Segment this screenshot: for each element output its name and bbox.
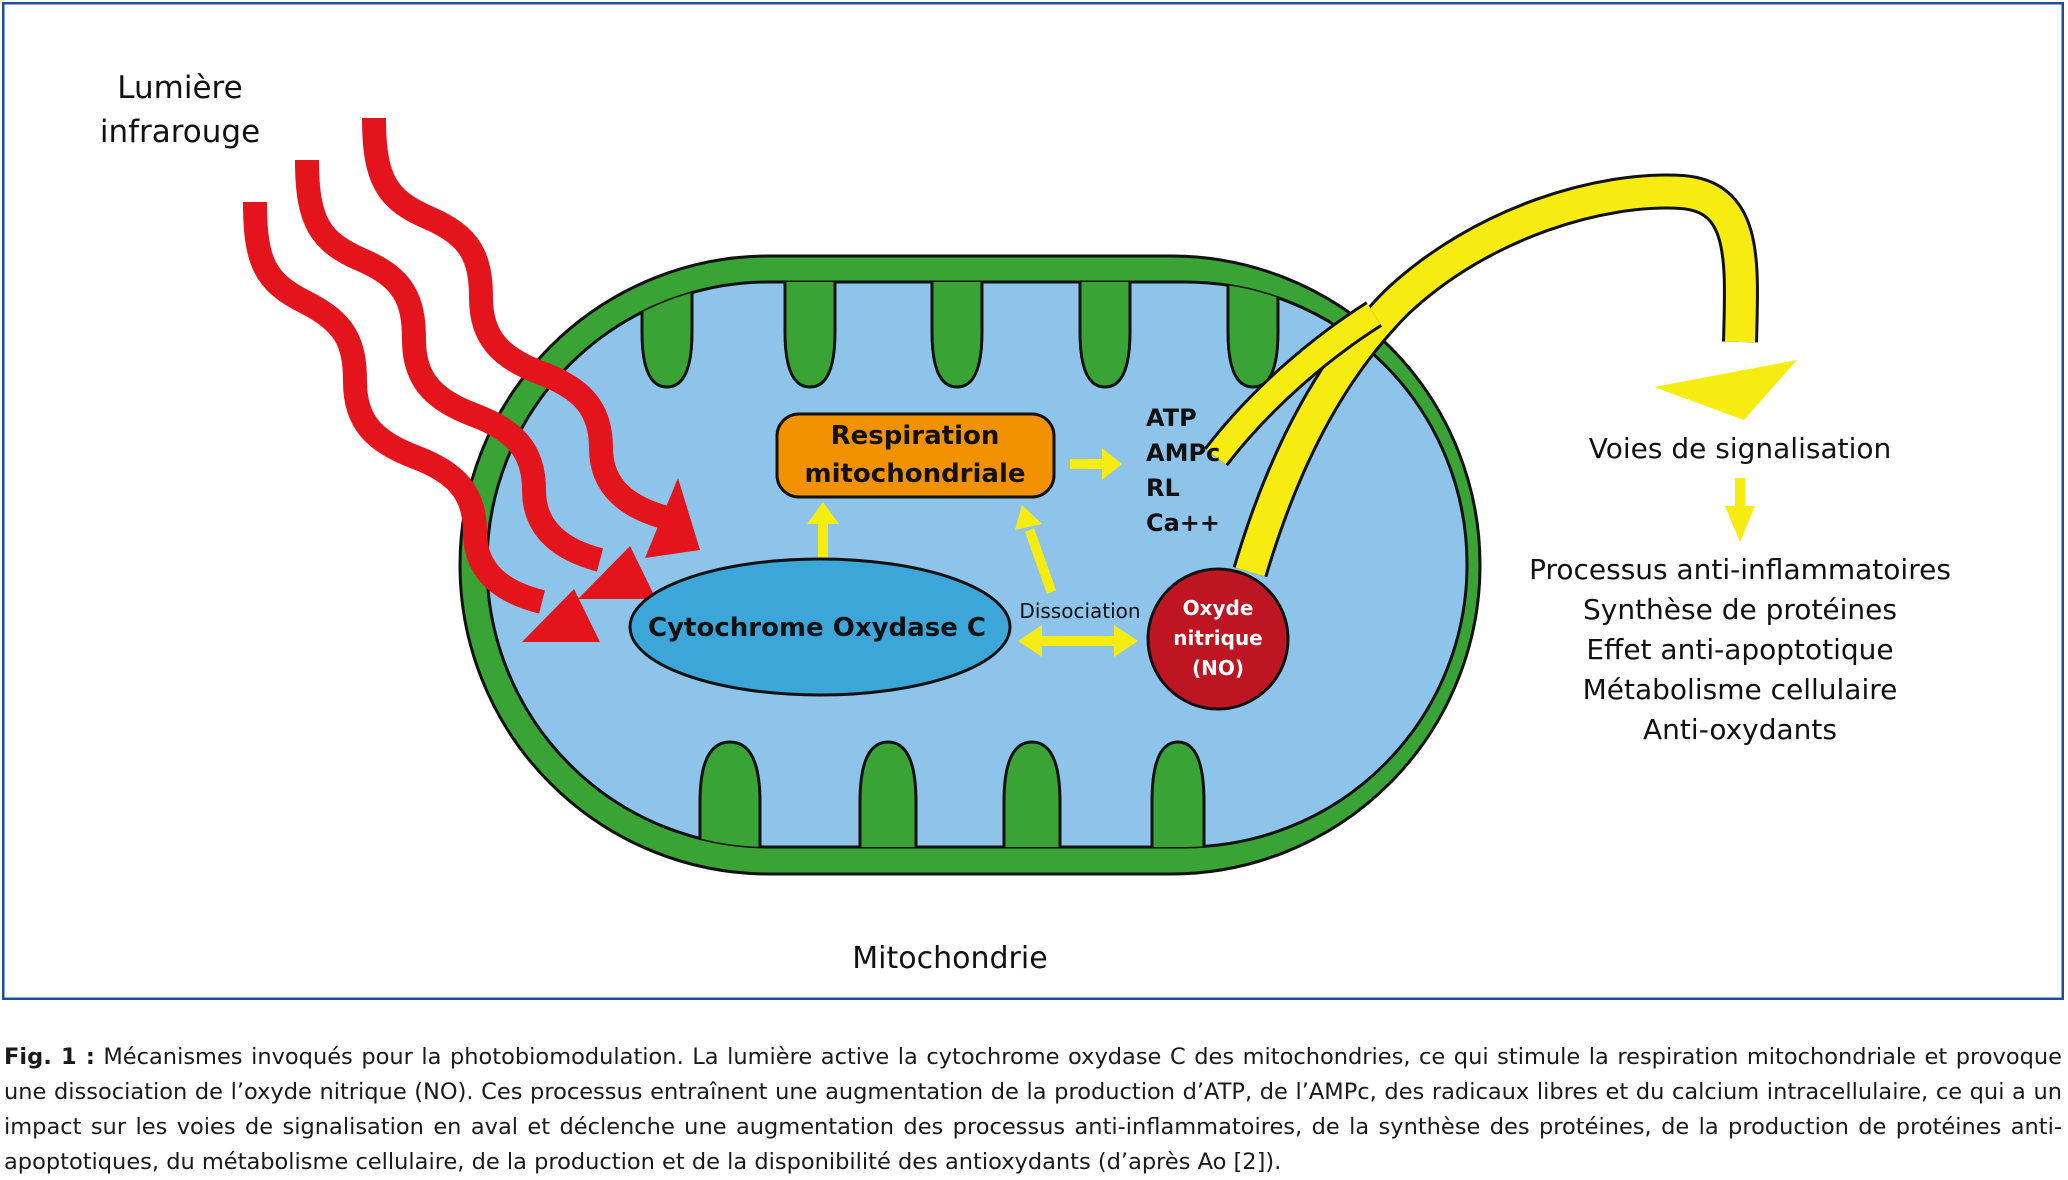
respiration-label-line1: Respiration bbox=[831, 421, 1000, 451]
infrared-ray-1 bbox=[243, 201, 546, 614]
no-label-line3: (NO) bbox=[1192, 656, 1244, 680]
signaling-arrow bbox=[1204, 173, 1797, 578]
arrow-cytochrome-to-respiration bbox=[807, 502, 839, 524]
product-item: Ca++ bbox=[1146, 509, 1220, 537]
cytochrome-oxidase bbox=[628, 557, 1012, 697]
effect-item: Anti-oxydants bbox=[1643, 713, 1837, 746]
infrared-arrowhead-3 bbox=[645, 478, 700, 558]
effect-item: Synthèse de protéines bbox=[1583, 593, 1897, 626]
arrow-dissociation-right bbox=[1114, 625, 1138, 657]
no-label-line1: Oxyde bbox=[1183, 596, 1254, 620]
arrow-dissociation-left bbox=[1018, 625, 1042, 657]
signaling-label: Voies de signalisation bbox=[1589, 432, 1892, 465]
crista-bottom-3 bbox=[1002, 740, 1062, 847]
caption-text: Mécanismes invoqués pour la photobiomodu… bbox=[4, 1044, 2062, 1175]
arrow-no-to-respiration bbox=[1015, 505, 1042, 530]
arrow-signaling-to-effects bbox=[1725, 506, 1755, 542]
cytochrome-label: Cytochrome Oxydase C bbox=[648, 613, 986, 643]
product-item: ATP bbox=[1146, 404, 1197, 432]
crista-top-2 bbox=[783, 282, 837, 389]
arrow-to-products bbox=[1102, 448, 1122, 480]
mitochondria-label: Mitochondrie bbox=[852, 941, 1047, 976]
crista-bottom-4 bbox=[1150, 740, 1206, 847]
infrared-arrowhead-2 bbox=[578, 546, 656, 599]
product-item: AMPc bbox=[1146, 439, 1220, 467]
respiration-box bbox=[775, 412, 1056, 499]
infrared-ray-3 bbox=[362, 117, 671, 530]
dissociation-label: Dissociation bbox=[1019, 599, 1140, 623]
no-label-line2: nitrique bbox=[1173, 626, 1263, 650]
figure-caption: Fig. 1 : Mécanismes invoqués pour la pho… bbox=[4, 1040, 2062, 1180]
infrared-label-line2: infrarouge bbox=[100, 114, 260, 150]
crista-bottom-1 bbox=[698, 740, 762, 847]
crista-top-3 bbox=[930, 282, 984, 389]
effect-item: Effet anti-apoptotique bbox=[1586, 633, 1893, 666]
effect-item: Processus anti-inflammatoires bbox=[1529, 553, 1951, 586]
arrow-no-to-respiration-shaft bbox=[1025, 528, 1056, 594]
infrared-arrowheads bbox=[522, 478, 700, 642]
infrared-label-line1: Lumière bbox=[117, 70, 242, 106]
internal-arrows bbox=[807, 448, 1755, 657]
caption-label: Fig. 1 : bbox=[4, 1044, 95, 1070]
infrared-ray-2 bbox=[295, 159, 604, 572]
signaling-arrowhead bbox=[1654, 360, 1797, 420]
effect-item: Métabolisme cellulaire bbox=[1583, 673, 1898, 706]
products-list: ATP AMPc RL Ca++ bbox=[1146, 404, 1220, 537]
product-item: RL bbox=[1146, 474, 1180, 502]
photobiomodulation-diagram: Lumière infrarouge Respiration mitochond… bbox=[2, 2, 2064, 1000]
effects-list: Processus anti-inflammatoires Synthèse d… bbox=[1529, 553, 1951, 746]
infrared-rays bbox=[243, 117, 671, 614]
nitric-oxide bbox=[1146, 567, 1290, 711]
crista-top-5 bbox=[1226, 282, 1280, 389]
respiration-label-line2: mitochondriale bbox=[804, 459, 1025, 489]
crista-bottom-2 bbox=[858, 740, 918, 847]
infrared-arrowhead-1 bbox=[522, 589, 600, 642]
cristae bbox=[640, 282, 1280, 847]
crista-top-4 bbox=[1078, 282, 1132, 389]
